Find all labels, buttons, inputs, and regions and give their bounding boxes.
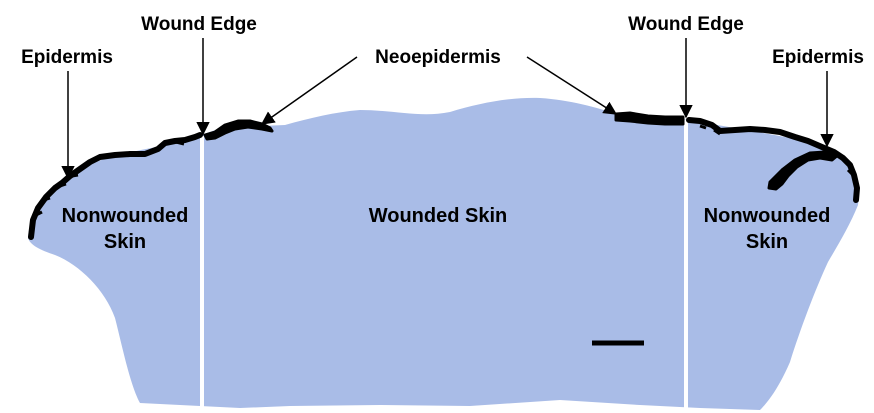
tissue-section <box>28 98 858 410</box>
wounded-skin-label: Wounded Skin <box>369 205 508 227</box>
nonwounded-right-label-line1: Nonwounded <box>704 205 831 227</box>
epidermis-left-label: Epidermis <box>21 47 113 68</box>
nonwounded-right-label-line2: Skin <box>746 231 788 253</box>
wound-edge-right-label: Wound Edge <box>628 14 744 35</box>
nonwounded-left-label-line1: Nonwounded <box>62 205 189 227</box>
wound-edge-left-label: Wound Edge <box>141 14 257 35</box>
nonwounded-left-label-line2: Skin <box>104 231 146 253</box>
neoepidermis-label: Neoepidermis <box>375 47 501 68</box>
epidermis-right-label: Epidermis <box>772 47 864 68</box>
